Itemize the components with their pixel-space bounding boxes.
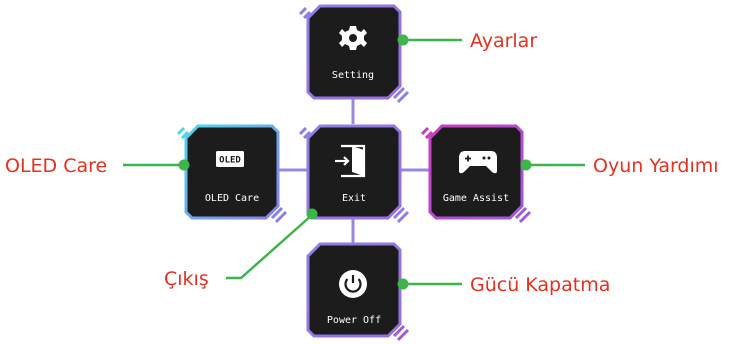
game-assist-tile[interactable]: Game Assist <box>420 124 532 224</box>
power-off-tile[interactable]: Power Off <box>306 242 410 342</box>
oled-care-callout-label: OLED Care <box>5 155 107 177</box>
setting-tile[interactable]: Setting <box>298 4 410 104</box>
callout-lines <box>123 38 585 286</box>
exit-door-icon <box>335 144 366 178</box>
power-icon <box>339 270 367 298</box>
oled-icon: OLED <box>216 151 244 167</box>
power-off-tile-label: Power Off <box>327 315 381 326</box>
power-off-callout-label: Gücü Kapatma <box>470 274 610 296</box>
oled-icon-text: OLED <box>219 156 241 166</box>
exit-tile-label: Exit <box>342 193 366 204</box>
exit-leader-line <box>226 214 313 280</box>
callout-dots <box>178 34 532 290</box>
exit-tile[interactable]: Exit <box>298 124 410 224</box>
exit-callout-label: Çıkış <box>164 268 209 290</box>
oled-care-tile-label: OLED Care <box>205 193 259 204</box>
oled-care-tile[interactable]: OLED OLED Care <box>176 124 288 224</box>
game-assist-tile-label: Game Assist <box>443 193 509 204</box>
game-assist-callout-label: Oyun Yardımı <box>593 155 719 177</box>
setting-callout-label: Ayarlar <box>470 30 537 52</box>
gamepad-icon <box>459 151 497 174</box>
setting-tile-label: Setting <box>332 70 374 81</box>
gear-icon <box>339 26 367 50</box>
